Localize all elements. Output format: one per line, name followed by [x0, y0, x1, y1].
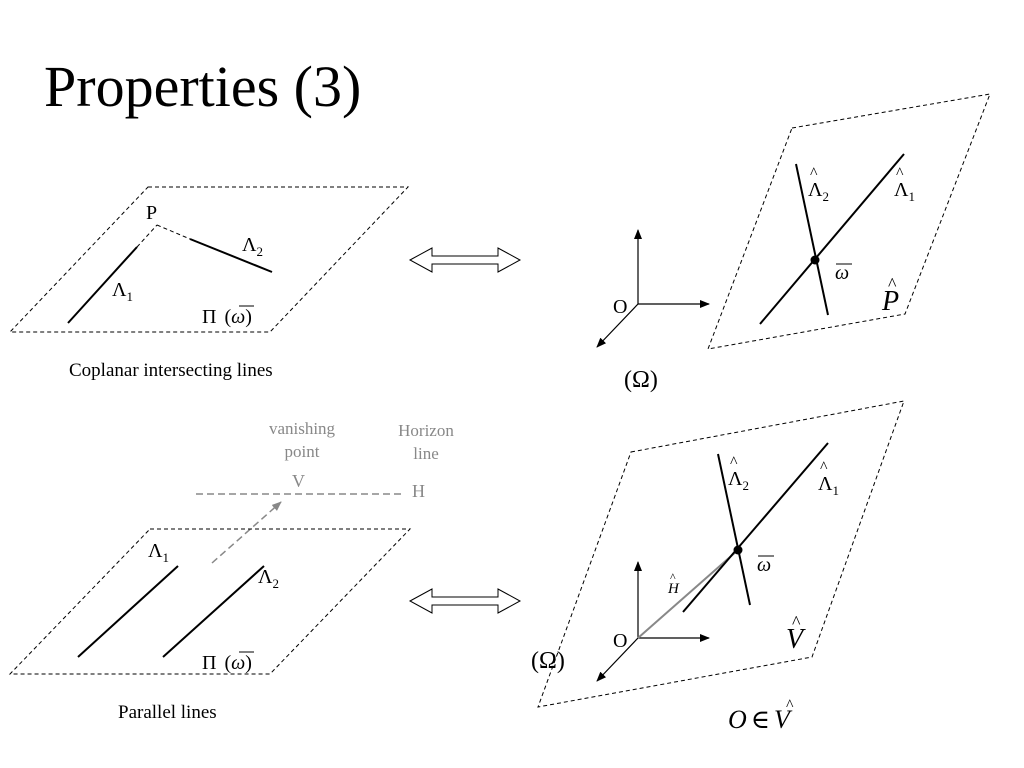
lambda1-hat-line [759, 153, 905, 325]
origin-label-bottom: O [613, 630, 627, 652]
h-hat-label: H [667, 581, 680, 597]
lambda1-hat-mark-bottom: ^ [820, 459, 828, 476]
horizon-line-label-2: line [413, 444, 439, 463]
intersection-point-bottom [733, 545, 743, 555]
h-label: H [412, 481, 425, 501]
plane-v-hat-mark: ^ [792, 612, 801, 632]
parallel-lambda2-label: Λ2 [258, 566, 279, 591]
plane-v-label: V [786, 624, 806, 655]
plane-pi-label: Π(ω) [202, 306, 252, 328]
lambda2-dashed-extension [156, 224, 191, 240]
lambda2-hat-mark-bottom: ^ [730, 454, 738, 471]
lambda2-hat-label: Λ2 [808, 179, 829, 204]
plane-p-hat-mark: ^ [888, 274, 897, 294]
plane-p-label: P [881, 286, 899, 317]
lambda1-hat-label: Λ1 [894, 179, 915, 204]
relation-v-hat-mark: ^ [786, 697, 794, 714]
lambda2-hat-label-bottom: Λ2 [728, 468, 749, 493]
horizon-line-label-1: Horizon [398, 421, 454, 440]
lambda1-line [67, 246, 138, 324]
lambda1-hat-label-bottom: Λ1 [818, 473, 839, 498]
omega-big-label: (Ω) [624, 367, 658, 393]
lambda2-line [189, 238, 273, 273]
omega-label-bottom: ω [757, 554, 771, 576]
lambda1-dashed-extension [136, 224, 158, 248]
top-right-figure: O (Ω) Λ2 ^ Λ1 ^ ω P ^ [596, 93, 991, 393]
parallel-lambda2-line [162, 565, 265, 658]
point-p-label: P [146, 202, 157, 224]
axis-z [596, 303, 639, 348]
parallel-lambda1-label: Λ1 [148, 540, 169, 565]
plane-pi-label-bottom: Π(ω) [202, 652, 252, 674]
slide-title: Properties (3) [44, 54, 362, 119]
bottom-right-figure: O (Ω) Λ2 ^ Λ1 ^ ω H ^ V ^ O∈V ^ [531, 400, 905, 734]
o-in-v-relation: O∈V [728, 705, 793, 734]
origin-label: O [613, 296, 627, 318]
lambda1-hat-line-bottom [682, 442, 829, 613]
v-label: V [292, 471, 305, 491]
double-arrow-bottom [408, 588, 522, 614]
omega-label: ω [835, 262, 849, 284]
bottom-left-figure: vanishing point Horizon line V H Λ1 Λ2 Π… [8, 419, 454, 723]
lambda2-label: Λ2 [242, 234, 263, 259]
vanishing-direction-arrow [211, 501, 282, 564]
plane-p-hat [707, 93, 991, 350]
plane-v-hat [537, 400, 905, 708]
h-hat-vector [637, 549, 739, 639]
parallel-lambda1-line [77, 565, 179, 658]
vanishing-point-label-2: point [285, 442, 320, 461]
caption-parallel: Parallel lines [118, 702, 217, 723]
double-arrow-top [408, 247, 522, 273]
omega-big-label-bottom: (Ω) [531, 648, 565, 674]
axis-z-bottom [596, 637, 639, 682]
lambda2-hat-line [795, 163, 829, 316]
intersection-point [810, 255, 820, 265]
lambda1-label: Λ1 [112, 279, 133, 304]
lambda2-hat-line-bottom [717, 453, 751, 606]
vanishing-point-label-1: vanishing [269, 419, 336, 438]
top-left-figure: P Λ2 Λ1 Π(ω) Coplanar intersecting lines [8, 186, 410, 381]
plane-pi-top [8, 186, 410, 333]
lambda2-hat-mark: ^ [810, 165, 818, 182]
caption-coplanar: Coplanar intersecting lines [69, 360, 273, 381]
h-hat-mark: ^ [670, 570, 676, 584]
lambda1-hat-mark: ^ [896, 165, 904, 182]
